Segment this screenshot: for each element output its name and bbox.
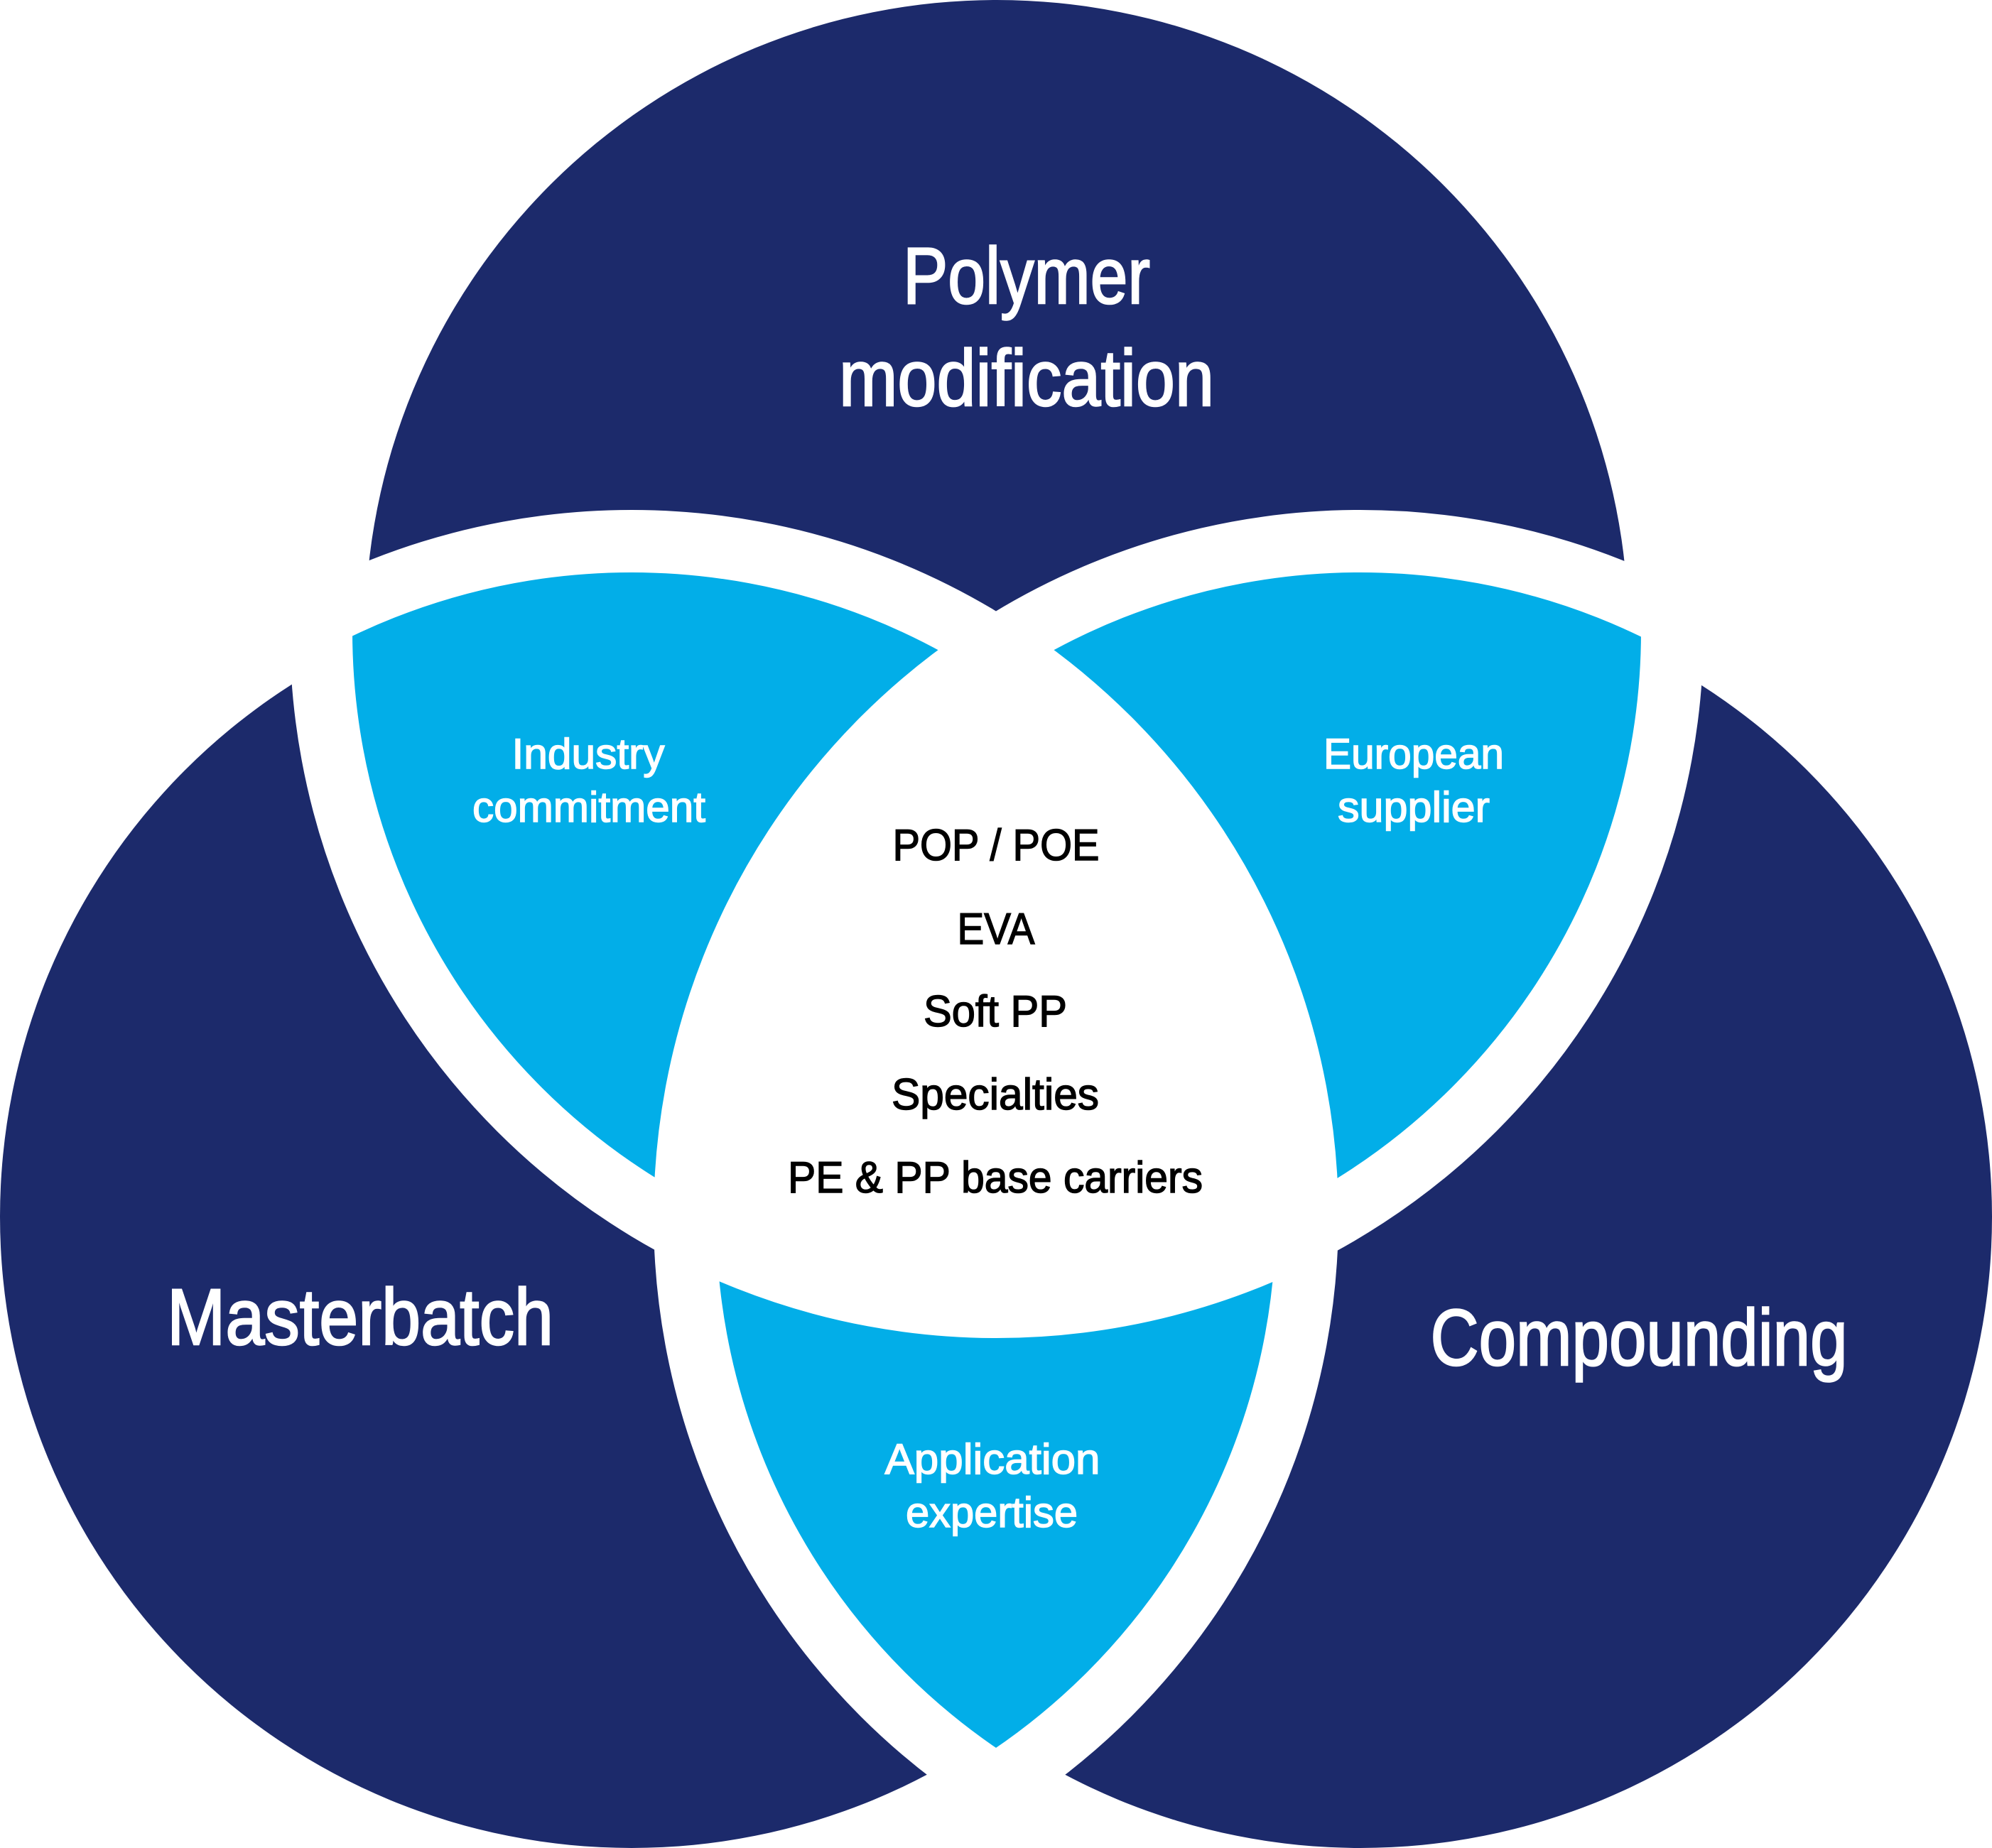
gap-ring-left (0, 510, 1338, 1848)
label-polymer-line-2: modification (839, 334, 1214, 423)
center-region (714, 570, 1278, 1278)
label-industry-line-1: Industry (512, 730, 665, 778)
gap-ring-right (654, 510, 1992, 1848)
label-application-line-1: Application (885, 1435, 1100, 1483)
label-masterbatch: Masterbatch (167, 1273, 553, 1361)
label-european-line-1: European (1324, 730, 1504, 778)
label-application-line-2: expertise (906, 1489, 1078, 1536)
label-european-line-2: supplier (1338, 783, 1490, 831)
label-industry-line-2: commitment (472, 783, 705, 831)
center-item: PE & PP base carriers (788, 1153, 1203, 1202)
center-item: EVA (958, 905, 1036, 954)
center-item: Specialties (892, 1070, 1099, 1119)
center-item: POP / POE (893, 821, 1100, 870)
label-polymer-line-1: Polymer (903, 232, 1150, 320)
center-item: Soft PP (924, 987, 1067, 1036)
label-compounding: Compounding (1431, 1293, 1848, 1382)
